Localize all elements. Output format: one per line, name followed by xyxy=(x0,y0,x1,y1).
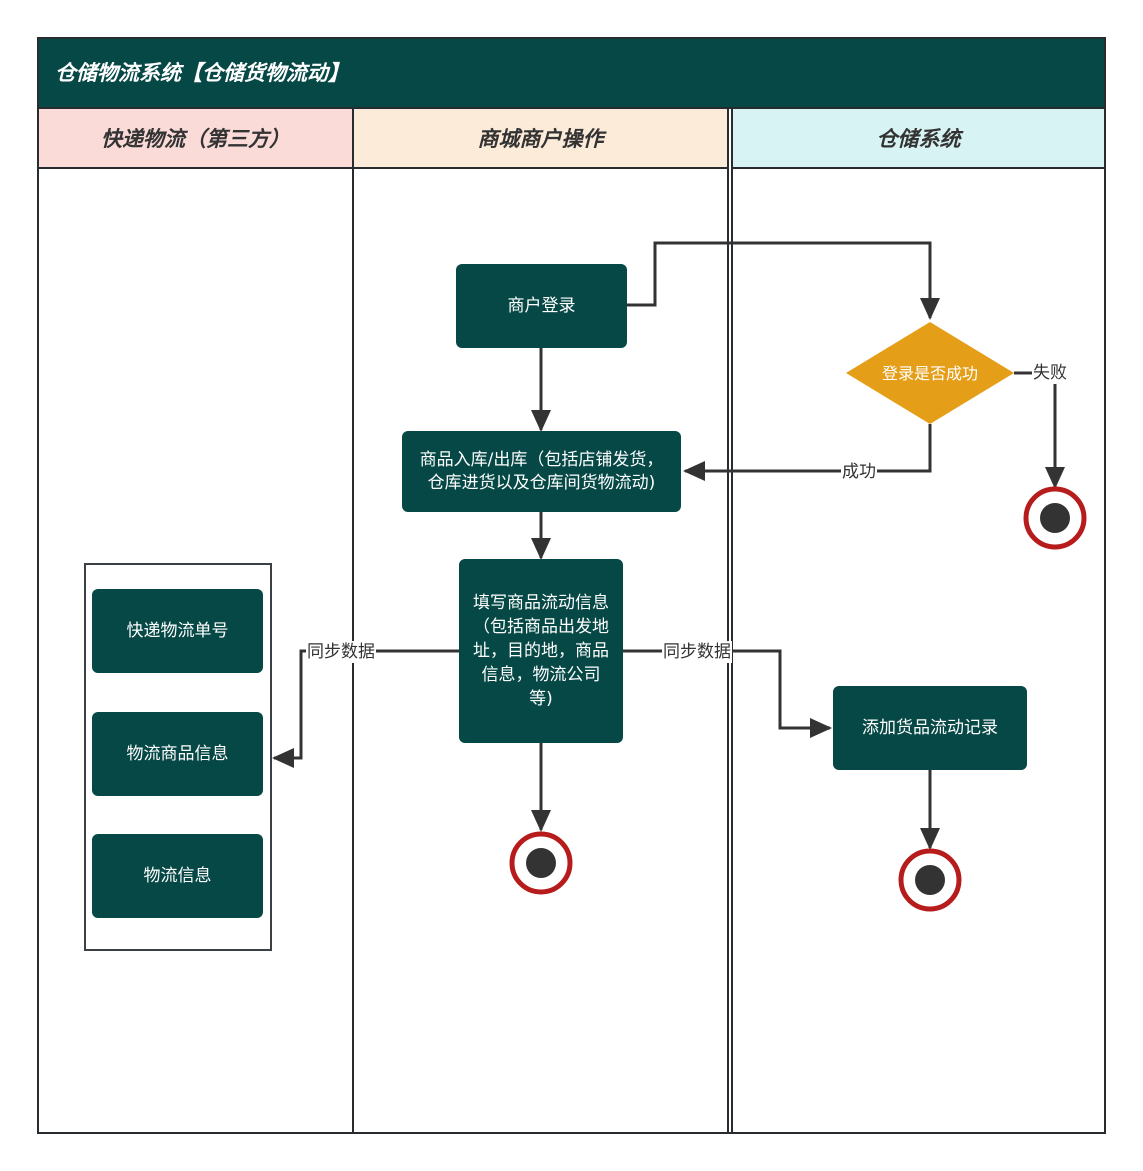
decision-label: 登录是否成功 xyxy=(881,364,978,383)
lane-header-warehouse-system: 仓储系统 xyxy=(733,109,1104,169)
edge-label-success: 成功 xyxy=(841,461,877,483)
node-fill-flow-info[interactable]: 填写商品流动信息（包括商品出发地址，目的地，商品信息，物流公司等) xyxy=(459,559,623,743)
node-merchant-login[interactable]: 商户登录 xyxy=(456,264,627,348)
lane-express-logistics: 快递物流（第三方） xyxy=(39,109,354,1132)
edge-decision-success xyxy=(683,424,932,481)
lane-header-merchant-operations: 商城商户操作 xyxy=(354,109,727,169)
end-node-warehouse[interactable] xyxy=(898,848,962,912)
node-express-tracking-no[interactable]: 快递物流单号 xyxy=(92,589,263,673)
edge-label-sync-left: 同步数据 xyxy=(306,641,376,663)
decision-diamond[interactable] xyxy=(846,322,1014,424)
end-node-merchant[interactable] xyxy=(509,831,573,895)
edge-label-sync-right: 同步数据 xyxy=(662,641,732,663)
lane-header-express-logistics: 快递物流（第三方） xyxy=(39,109,352,169)
edge-decision-fail xyxy=(1014,371,1065,489)
node-logistics-info[interactable]: 物流信息 xyxy=(92,834,263,918)
pool-header: 仓储物流系统【仓储货物流动】 xyxy=(39,39,1104,109)
end-node-fail[interactable] xyxy=(1023,486,1087,550)
lane-warehouse-system: 仓储系统 xyxy=(731,109,1104,1132)
edge-label-fail: 失败 xyxy=(1032,362,1068,384)
pool-title: 仓储物流系统【仓储货物流动】 xyxy=(55,61,349,85)
node-add-flow-record[interactable]: 添加货品流动记录 xyxy=(833,686,1027,770)
lane-merchant-operations: 商城商户操作 xyxy=(354,109,729,1132)
node-goods-in-out[interactable]: 商品入库/出库（包括店铺发货，仓库进货以及仓库间货物流动) xyxy=(402,431,681,512)
edge-sync-left xyxy=(272,649,459,768)
edge-login-to-decision xyxy=(626,241,940,320)
node-logistics-goods-info[interactable]: 物流商品信息 xyxy=(92,712,263,796)
